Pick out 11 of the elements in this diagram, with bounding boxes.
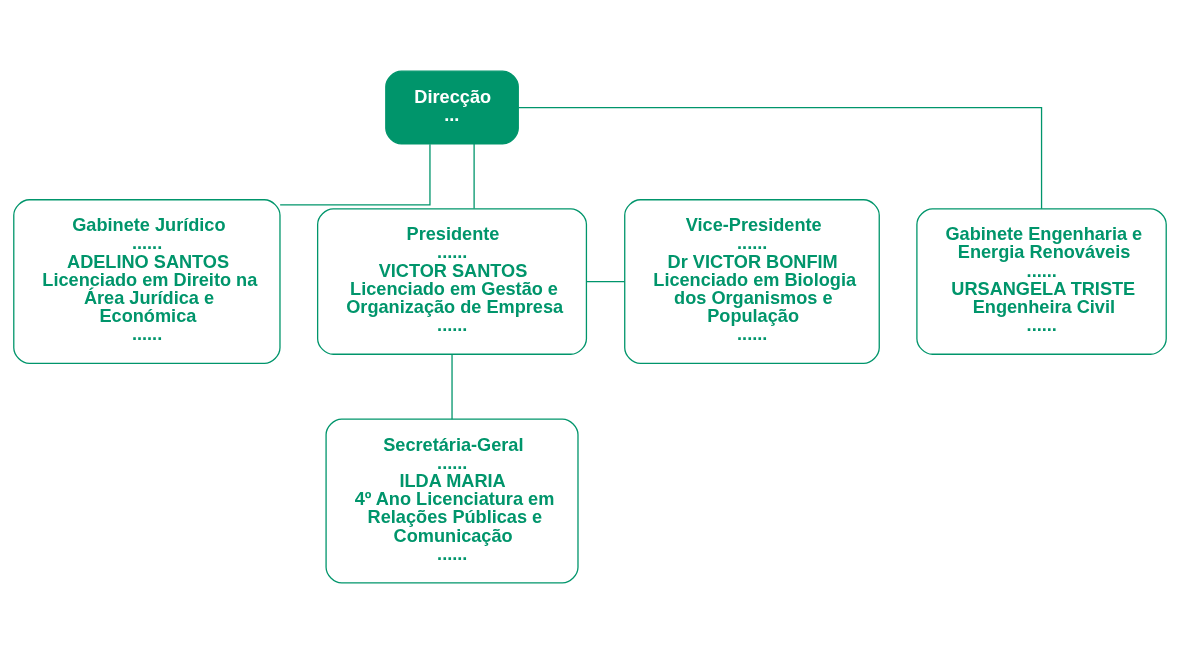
node-box: Gabinete Jurídico ...... ADELINO SANTOS Licenciado em Direito na Área Jurídica e Económica ......	[13, 198, 281, 364]
node-box: Secretária-Geral ...... ILDA MARIA 4º Ano Licenciatura em Relações Públicas e Comunicação ......	[325, 418, 579, 583]
connector	[586, 280, 626, 282]
connector	[517, 106, 1043, 209]
node-box: Gabinete Engenharia e Energia Renováveis ...... URSANGELA TRISTE Engenheira Civil ......	[916, 207, 1167, 355]
connector	[451, 353, 453, 420]
connector	[279, 143, 431, 206]
node-box: Vice-Presidente ...... Dr VICTOR BONFIM Licenciado em Biologia dos Organismos e População ......	[624, 198, 880, 364]
node-box: Presidente ...... VICTOR SANTOS Licenciado em Gestão e Organização de Empresa ......	[317, 207, 588, 355]
connector	[473, 142, 475, 209]
node-box: Direcção ...	[385, 70, 519, 145]
